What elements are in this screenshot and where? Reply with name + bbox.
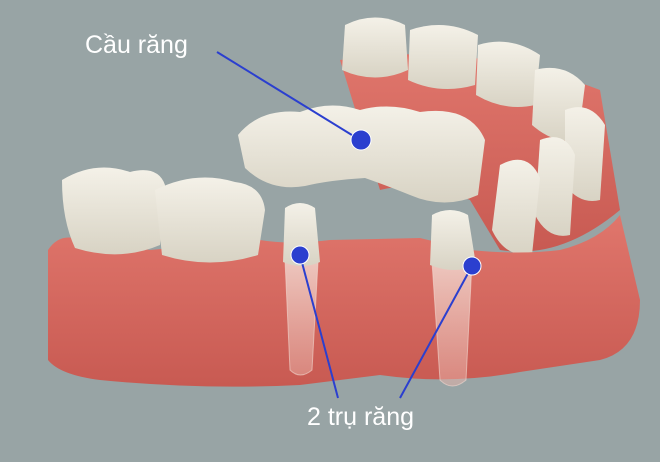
dental-bridge — [238, 105, 485, 203]
back-teeth — [342, 17, 605, 256]
bridge-label: Cầu răng — [85, 31, 188, 59]
pointer-dots — [290, 129, 482, 276]
abutments-label: 2 trụ răng — [307, 403, 415, 431]
pointer-lines — [216, 51, 473, 399]
left-front-teeth — [62, 167, 265, 263]
